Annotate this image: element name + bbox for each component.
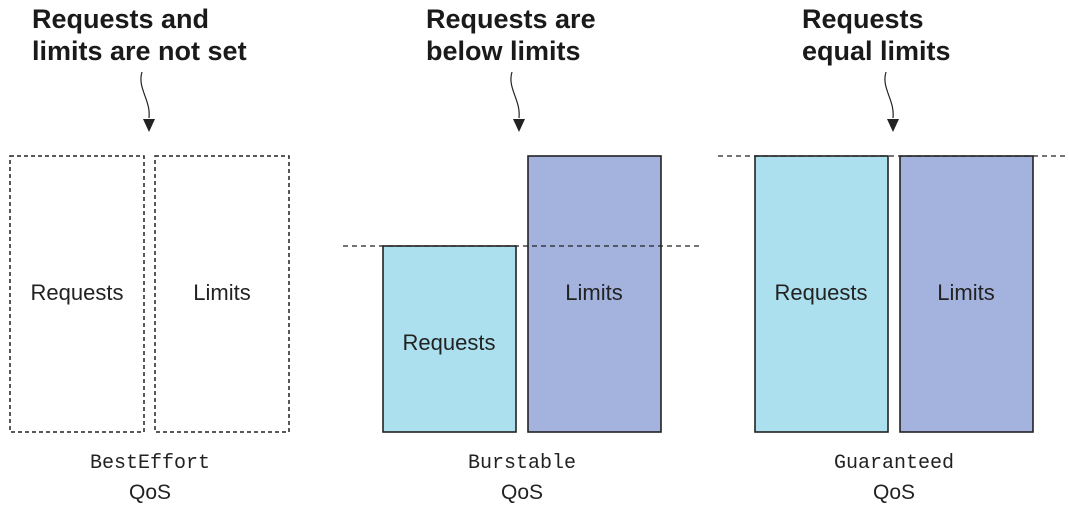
- burstable-limits-label: Limits: [565, 280, 622, 305]
- burstable-heading-line-1: Requests are: [426, 4, 596, 34]
- guaranteed-qos-class: Guaranteed: [834, 452, 954, 475]
- guaranteed-requests-label: Requests: [775, 280, 868, 305]
- guaranteed-pointer-arrow: [884, 71, 894, 119]
- besteffort-qos-suffix: QoS: [129, 481, 171, 504]
- besteffort-column: Requests and limits are not set Requests…: [9, 4, 290, 504]
- guaranteed-pointer-arrowhead: [887, 119, 899, 132]
- besteffort-limits-label: Limits: [193, 280, 250, 305]
- guaranteed-requests-box: [754, 155, 889, 433]
- guaranteed-column: Requests equal limits Requests Limits Gu…: [718, 4, 1066, 504]
- burstable-pointer-arrow: [510, 71, 520, 119]
- guaranteed-limits-label: Limits: [937, 280, 994, 305]
- besteffort-pointer-arrow: [140, 71, 150, 119]
- guaranteed-heading-line-2: equal limits: [802, 36, 951, 66]
- burstable-pointer-arrowhead: [513, 119, 525, 132]
- guaranteed-heading-line-1: Requests: [802, 4, 924, 34]
- besteffort-requests-box: [9, 155, 145, 433]
- guaranteed-limits-box: [899, 155, 1034, 433]
- burstable-qos-class: Burstable: [468, 452, 576, 475]
- burstable-heading-line-2: below limits: [426, 36, 581, 66]
- burstable-limits-box: [527, 155, 662, 433]
- besteffort-heading-line-2: limits are not set: [32, 36, 247, 66]
- besteffort-requests-label: Requests: [31, 280, 124, 305]
- burstable-column: Requests are below limits Requests Limit…: [343, 4, 700, 504]
- besteffort-heading-line-1: Requests and: [32, 4, 209, 34]
- burstable-qos-suffix: QoS: [501, 481, 543, 504]
- besteffort-pointer-arrowhead: [143, 119, 155, 132]
- besteffort-qos-class: BestEffort: [90, 452, 210, 475]
- guaranteed-qos-suffix: QoS: [873, 481, 915, 504]
- burstable-requests-label: Requests: [403, 330, 496, 355]
- burstable-requests-box: [382, 245, 517, 433]
- besteffort-limits-box: [154, 155, 290, 433]
